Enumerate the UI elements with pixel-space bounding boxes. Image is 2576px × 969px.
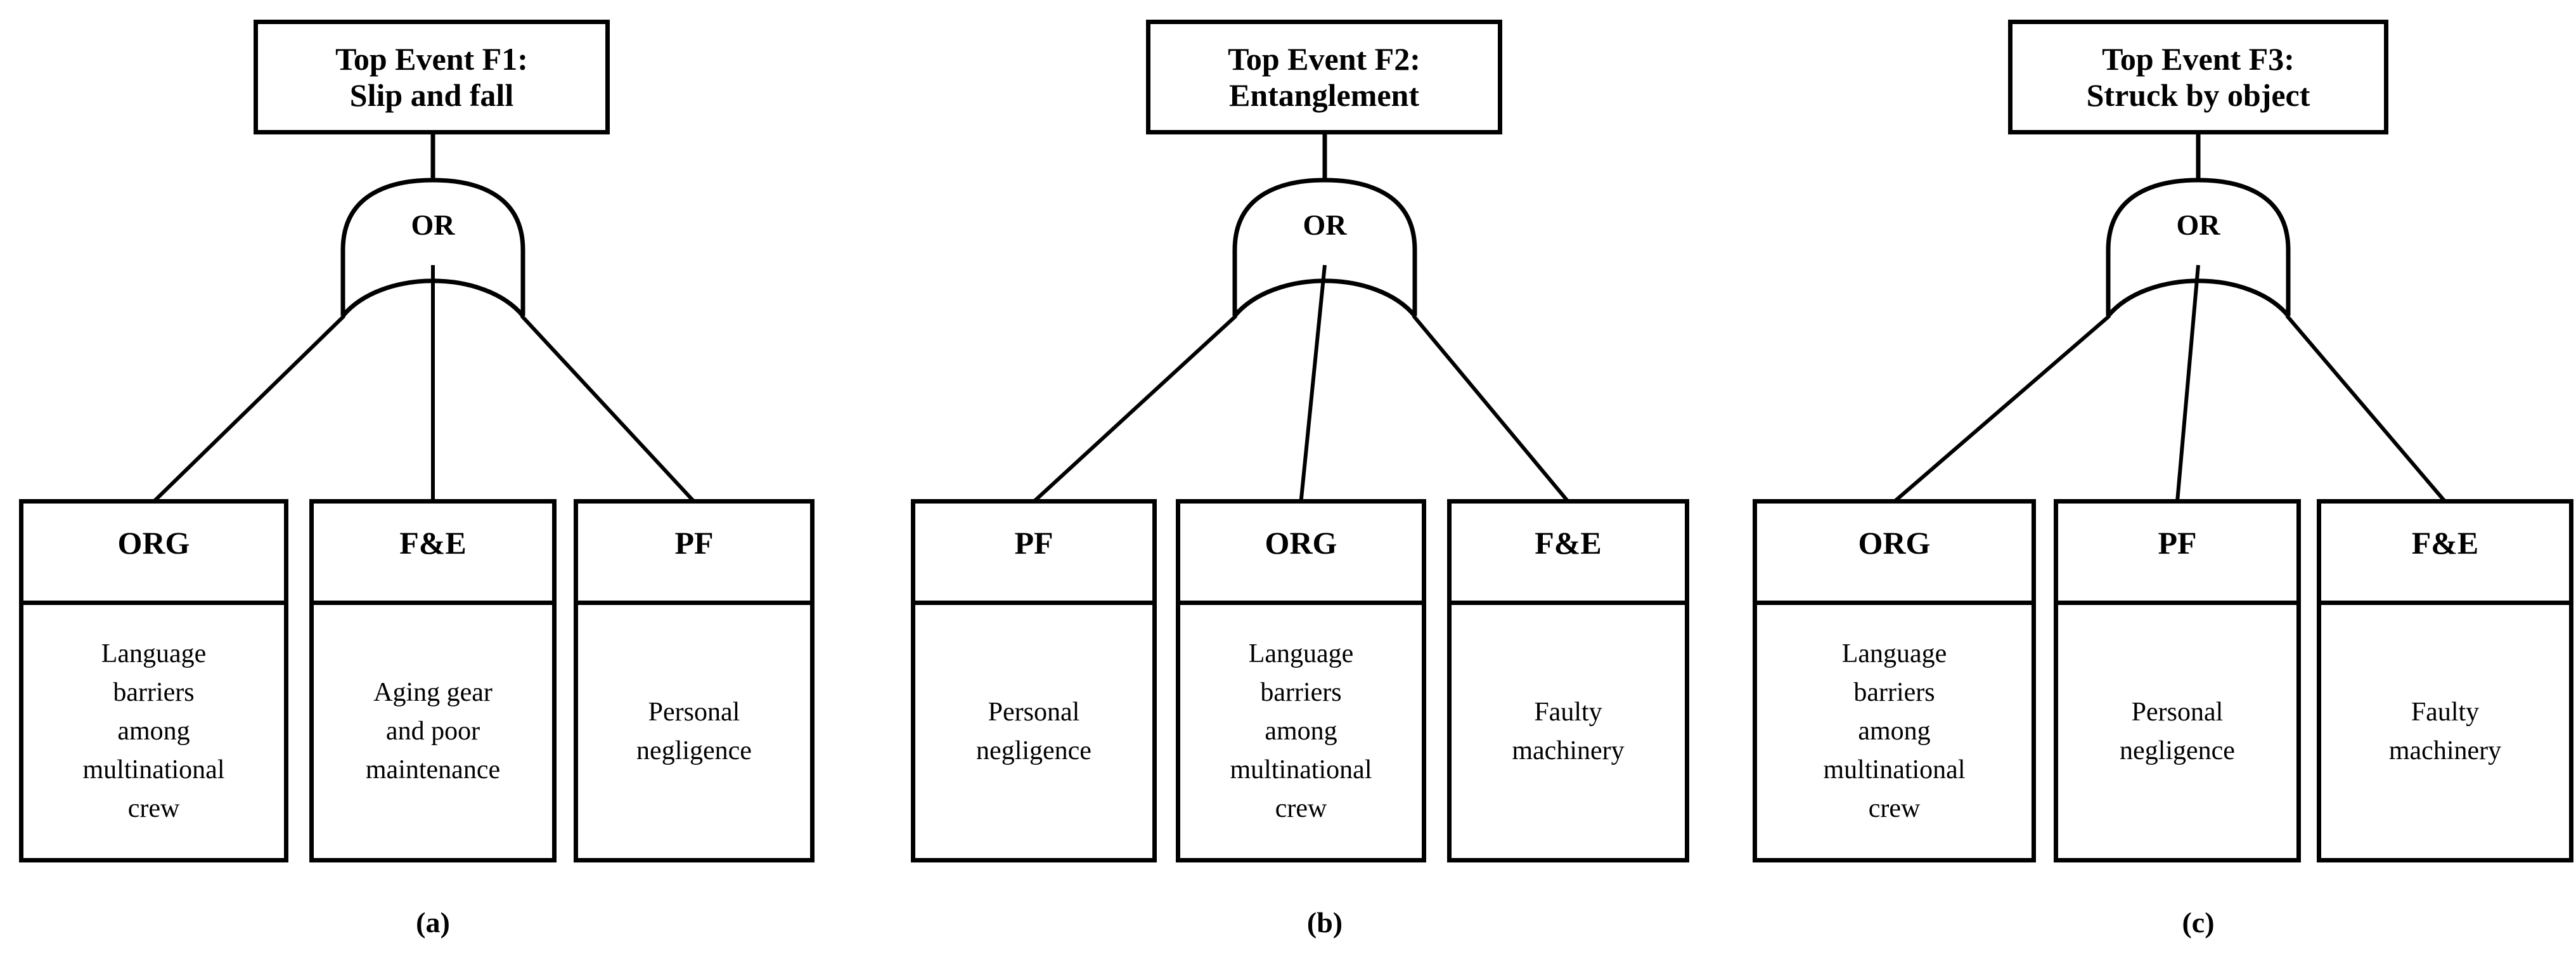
description-line: multinational xyxy=(1230,755,1372,784)
description-line: Personal xyxy=(648,697,740,727)
or-gate-b: OR xyxy=(1232,178,1417,318)
or-gate-c: OR xyxy=(2106,178,2291,318)
basic-event-description: Aging gear and poor maintenance xyxy=(314,605,552,858)
description-line: machinery xyxy=(1512,736,1625,765)
basic-event-code: PF xyxy=(578,504,810,605)
description-line: Faulty xyxy=(2411,697,2480,727)
basic-event-box-b-2: ORG Language barriers among multinational cre… xyxy=(1176,499,1426,862)
description-line: Language xyxy=(1841,639,1947,669)
description-line: Language xyxy=(101,639,207,669)
top-event-title-line-1: Top Event F2: xyxy=(1228,41,1420,77)
basic-event-code: ORG xyxy=(23,504,284,605)
or-gate-shape xyxy=(340,178,525,318)
description-line: Personal xyxy=(988,697,1080,727)
basic-event-code: F&E xyxy=(1452,504,1685,605)
top-event-title-line-2: Slip and fall xyxy=(349,77,514,113)
branch-line-3 xyxy=(2285,315,2447,503)
branch-line-1 xyxy=(1893,314,2111,504)
description-line: negligence xyxy=(2120,736,2235,765)
basic-event-description: Personal negligence xyxy=(2058,605,2296,858)
subfigure-caption-a: (a) xyxy=(416,906,450,939)
description-line: crew xyxy=(127,793,180,823)
top-event-title-line-1: Top Event F3: xyxy=(2102,41,2295,77)
basic-event-box-b-3: F&E Faulty machinery xyxy=(1447,499,1689,862)
description-line: multinational xyxy=(82,755,225,784)
description-line: barriers xyxy=(113,678,195,708)
description-line: barriers xyxy=(1853,678,1935,708)
description-line: among xyxy=(1858,717,1931,746)
description-line: negligence xyxy=(976,736,1092,765)
description-line: Language xyxy=(1248,639,1354,669)
top-event-title-line-2: Struck by object xyxy=(2086,77,2310,113)
basic-event-description: Language barriers among multinational crew xyxy=(23,605,284,858)
subfigure-caption-c: (c) xyxy=(2182,906,2215,939)
description-line: machinery xyxy=(2388,736,2502,765)
description-line: crew xyxy=(1275,793,1327,823)
description-line: crew xyxy=(1868,793,1921,823)
basic-event-box-c-3: F&E Faulty machinery xyxy=(2317,499,2573,862)
description-line: maintenance xyxy=(365,755,501,784)
top-event-box-c: Top Event F3:Struck by object xyxy=(2008,20,2388,134)
basic-event-code: PF xyxy=(2058,504,2296,605)
basic-event-code: ORG xyxy=(1757,504,2032,605)
or-gate-shape xyxy=(1232,178,1417,318)
description-line: multinational xyxy=(1823,755,1966,784)
basic-event-code: PF xyxy=(915,504,1152,605)
description-line: Aging gear xyxy=(373,678,493,708)
basic-event-code: ORG xyxy=(1180,504,1422,605)
basic-event-box-a-2: F&E Aging gear and poor maintenance xyxy=(309,499,557,862)
top-event-title-line-1: Top Event F1: xyxy=(335,41,528,77)
description-line: among xyxy=(1265,717,1337,746)
top-event-box-a: Top Event F1:Slip and fall xyxy=(254,20,610,134)
subfigure-caption-b: (b) xyxy=(1306,906,1343,939)
basic-event-description: Personal negligence xyxy=(578,605,810,858)
top-event-box-b: Top Event F2:Entanglement xyxy=(1146,20,1502,134)
description-line: among xyxy=(117,717,190,746)
basic-event-box-a-1: ORG Language barriers among multinational cre… xyxy=(19,499,288,862)
basic-event-code: F&E xyxy=(2321,504,2569,605)
basic-event-description: Faulty machinery xyxy=(1452,605,1685,858)
basic-event-description: Language barriers among multinational crew xyxy=(1180,605,1422,858)
basic-event-code: F&E xyxy=(314,504,552,605)
description-line: and poor xyxy=(385,717,480,746)
basic-event-box-a-3: PF Personal negligence xyxy=(574,499,815,862)
description-line: Faulty xyxy=(1534,697,1602,727)
basic-event-box-c-2: PF Personal negligence xyxy=(2054,499,2301,862)
top-event-title-line-2: Entanglement xyxy=(1229,77,1419,113)
or-gate-a: OR xyxy=(340,178,525,318)
basic-event-box-c-1: ORG Language barriers among multinational cre… xyxy=(1753,499,2036,862)
description-line: barriers xyxy=(1260,678,1342,708)
or-gate-shape xyxy=(2106,178,2291,318)
description-line: Personal xyxy=(2131,697,2224,727)
description-line: negligence xyxy=(636,736,752,765)
basic-event-description: Faulty machinery xyxy=(2321,605,2569,858)
basic-event-description: Personal negligence xyxy=(915,605,1152,858)
basic-event-box-b-1: PF Personal negligence xyxy=(911,499,1157,862)
basic-event-description: Language barriers among multinational crew xyxy=(1757,605,2032,858)
